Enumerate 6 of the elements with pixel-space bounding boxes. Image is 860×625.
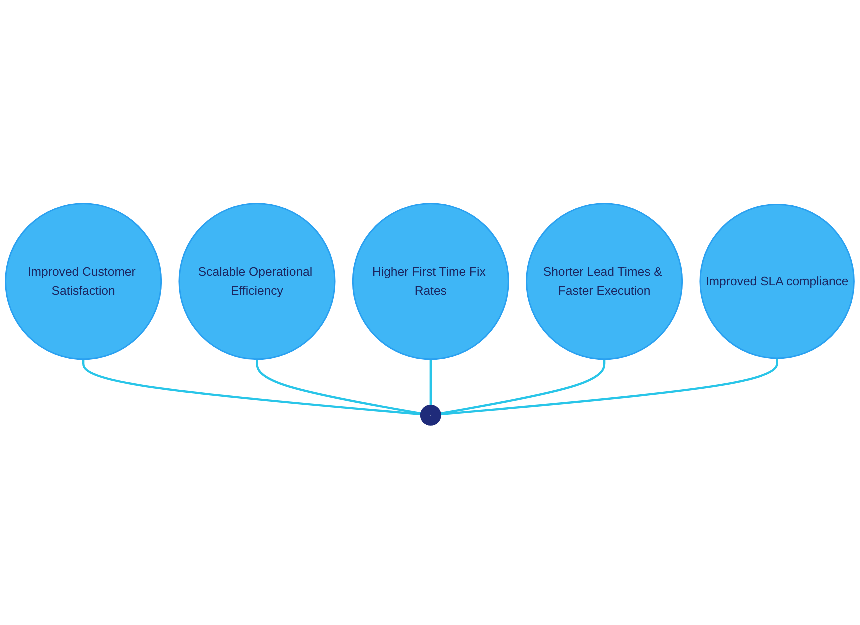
node-circle: Shorter Lead Times & Faster Execution [526,203,684,360]
node-circle: Higher First Time Fix Rates [352,203,510,360]
node-circle: Improved Customer Satisfaction [5,203,162,360]
node-circle: Scalable Operational Efficiency [178,203,336,360]
node-circle: Improved SLA compliance [700,204,855,360]
node-circle [420,405,442,426]
